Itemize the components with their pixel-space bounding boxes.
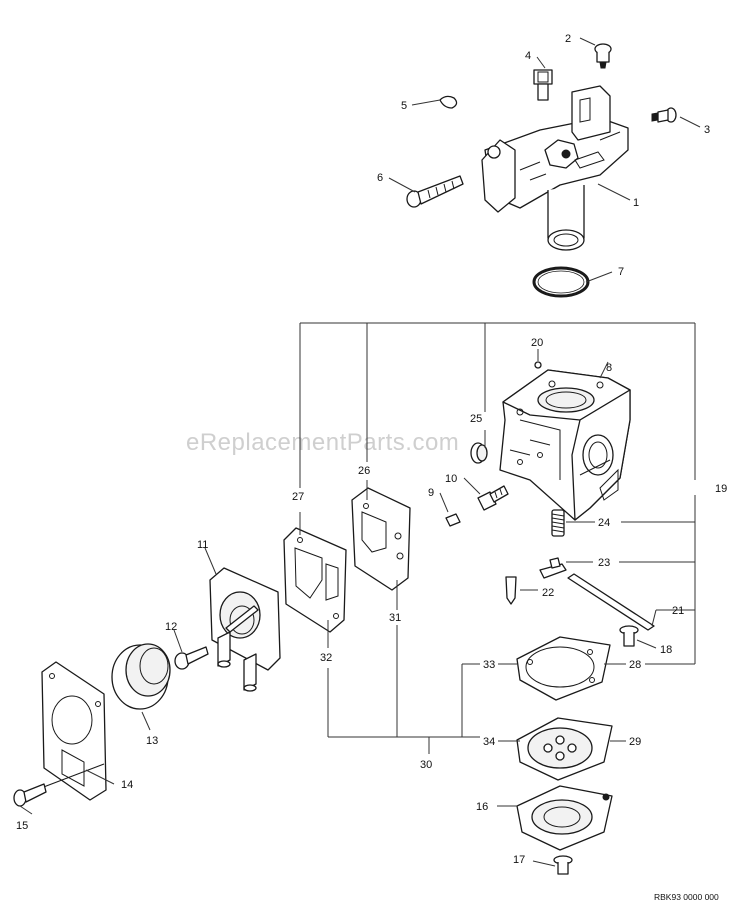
part-22-needle (505, 576, 517, 605)
callout-28: 28 (629, 659, 641, 671)
part-21-pin (567, 573, 655, 631)
callout-labels: 1 2 3 4 5 6 7 8 9 10 11 12 13 14 15 16 1… (16, 33, 727, 866)
watermark-text: eReplacementParts.com (186, 429, 459, 456)
callout-27: 27 (292, 491, 304, 503)
part-3-screw (651, 107, 677, 123)
callout-24: 24 (598, 517, 610, 529)
callout-10: 10 (445, 473, 457, 485)
callout-30: 30 (420, 759, 432, 771)
callout-22: 22 (542, 587, 554, 599)
callout-18: 18 (660, 644, 672, 656)
callout-1: 1 (633, 197, 639, 209)
part-16-cover (516, 785, 613, 851)
part-17-screw (553, 855, 573, 875)
callout-23: 23 (598, 557, 610, 569)
callout-4: 4 (525, 50, 531, 62)
part-29-diaphragm (516, 717, 613, 781)
callout-5: 5 (401, 100, 407, 112)
callout-33: 33 (483, 659, 495, 671)
callout-16: 16 (476, 801, 488, 813)
callout-34: 34 (483, 736, 495, 748)
callout-26: 26 (358, 465, 370, 477)
part-5-clip (439, 95, 458, 109)
part-18-screw (619, 625, 639, 647)
part-11-pump-housing (209, 567, 281, 692)
part-15-screw (13, 783, 47, 807)
part-24-spring (551, 509, 565, 537)
callout-6: 6 (377, 172, 383, 184)
callout-14: 14 (121, 779, 133, 791)
part-1-intake-housing (481, 85, 629, 251)
callout-31: 31 (389, 612, 401, 624)
part-28-gasket (516, 636, 611, 701)
part-27-gasket (283, 527, 347, 633)
part-10-screw (477, 485, 509, 511)
callout-32: 32 (320, 652, 332, 664)
part-8-carburetor-body (499, 369, 631, 521)
part-7-o-ring (532, 266, 590, 298)
callout-29: 29 (629, 736, 641, 748)
callout-9: 9 (428, 487, 434, 499)
part-23-lever (539, 557, 567, 579)
part-2-screw (594, 43, 612, 69)
callout-17: 17 (513, 854, 525, 866)
callout-15: 15 (16, 820, 28, 832)
callout-7: 7 (618, 266, 624, 278)
part-26-gasket (351, 487, 411, 591)
callout-13: 13 (146, 735, 158, 747)
callout-8: 8 (606, 362, 612, 374)
part-20-ball (534, 361, 542, 369)
part-14-retainer (19, 661, 107, 801)
callout-19: 19 (715, 483, 727, 495)
leader-lines (19, 37, 701, 867)
part-25-cap (470, 442, 488, 464)
callout-11: 11 (197, 539, 208, 551)
part-9-plug (445, 513, 461, 527)
callout-12: 12 (165, 621, 177, 633)
diagram-code: RBK93 0000 000 (654, 892, 719, 902)
callout-3: 3 (704, 124, 710, 136)
callout-21: 21 (672, 605, 684, 617)
part-6-bolt (406, 175, 464, 208)
callout-20: 20 (531, 337, 543, 349)
part-4-adjuster (533, 69, 553, 101)
part-12-screw (174, 646, 209, 670)
callout-2: 2 (565, 33, 571, 45)
callout-25: 25 (470, 413, 482, 425)
part-13-primer-bulb (111, 643, 171, 710)
